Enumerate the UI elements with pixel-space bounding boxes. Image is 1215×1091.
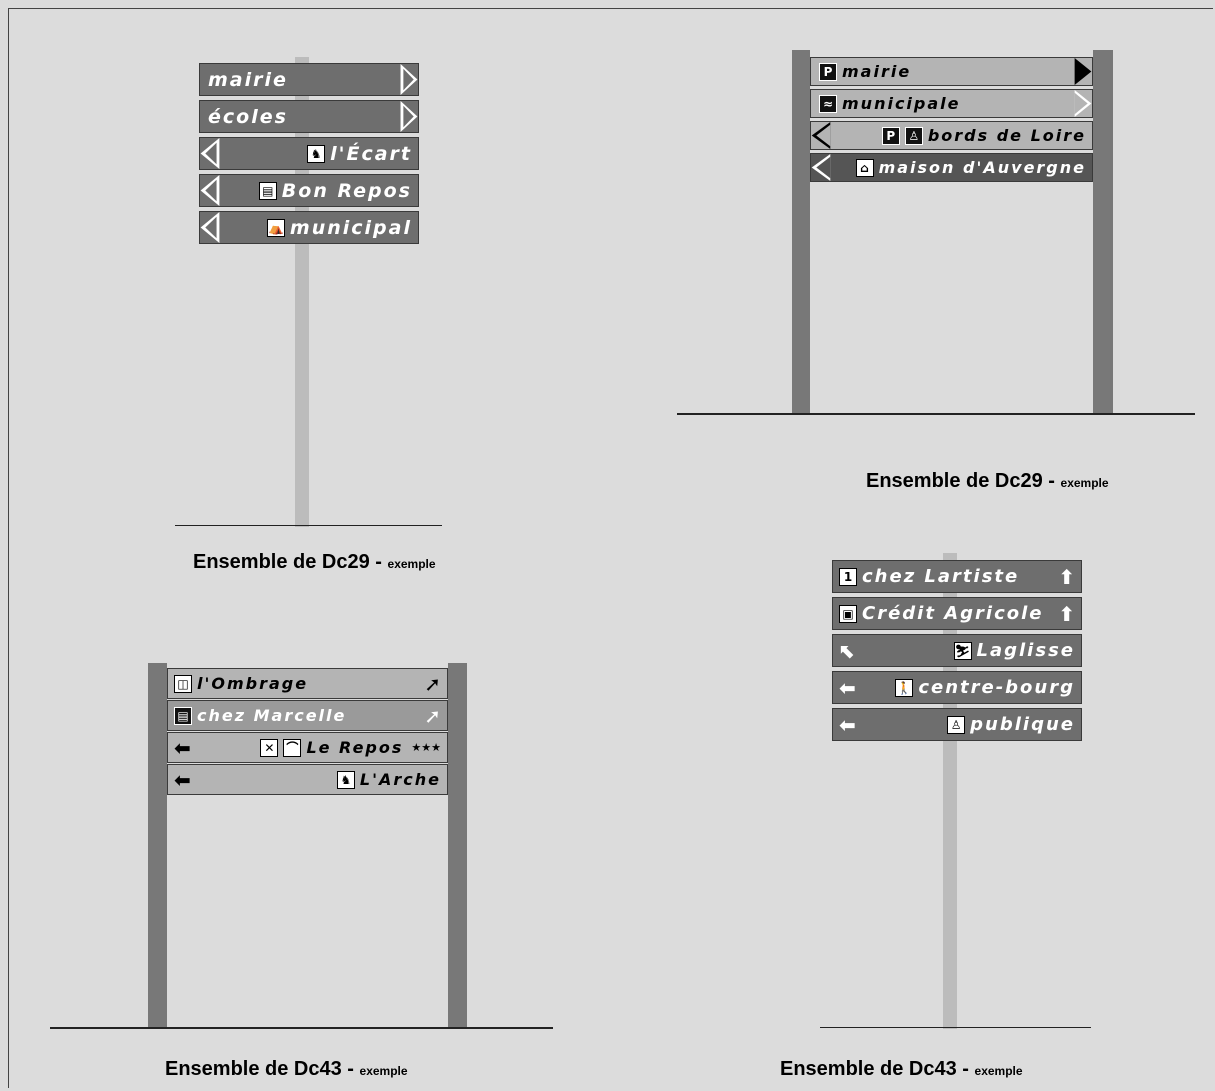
sign-credit-agricole: ▣ Crédit Agricole ⬆ <box>832 597 1082 630</box>
figure-frame <box>8 8 1213 1088</box>
sign-label: municipal <box>289 216 412 239</box>
sign-label: l'Écart <box>330 142 412 165</box>
sign-mairie: mairie <box>199 63 419 96</box>
sign-label: Le Repos <box>306 738 404 757</box>
hotel-icon: ⌒ <box>283 738 302 757</box>
caption-bottom-right: Ensemble de Dc43 - exemple <box>780 1058 1023 1081</box>
ground-line <box>175 525 442 526</box>
parking-icon: P <box>881 126 900 145</box>
sign-label: Crédit Agricole <box>862 603 1044 624</box>
chevron-right-icon <box>1074 58 1092 85</box>
sign-bords-de-loire: P ♙ bords de Loire <box>810 121 1093 150</box>
sign-label: maison d'Auvergne <box>878 158 1086 177</box>
hotel-icon: ▤ <box>174 706 192 725</box>
bank-icon: ▣ <box>839 604 857 623</box>
arrow-up-icon: ⬆ <box>1058 564 1075 589</box>
sign-label: Bon Repos <box>281 179 412 202</box>
building-icon: ⌂ <box>855 158 874 177</box>
horse-icon: ♞ <box>336 770 355 789</box>
sign-ombrage: ◫ l'Ombrage ➚ <box>167 668 448 699</box>
chevron-left-icon <box>200 212 220 243</box>
sign-municipale: ≈ municipale <box>810 89 1093 118</box>
restaurant-icon: ◫ <box>174 674 192 693</box>
pedestrian-icon: 🚶 <box>895 678 914 697</box>
chevron-right-icon <box>400 101 418 132</box>
chevron-right-icon <box>1074 90 1092 117</box>
arrow-up-icon: ⬆ <box>1058 601 1075 626</box>
caption-small: exemple <box>974 1064 1023 1078</box>
sign-label: municipale <box>842 94 961 113</box>
caption-small: exemple <box>359 1064 408 1078</box>
horse-icon: ♞ <box>307 144 326 163</box>
restaurant-icon: ✕ <box>260 738 279 757</box>
sign-laglisse: ⬉ ⛷ Laglisse <box>832 634 1082 667</box>
arrow-left-icon: ⬅ <box>174 767 191 792</box>
hotel-icon: ▤ <box>258 181 277 200</box>
caption-main: Ensemble de Dc29 - <box>193 551 388 573</box>
ski-icon: ⛷ <box>953 641 972 660</box>
chevron-right-icon <box>400 64 418 95</box>
sign-post-left <box>148 663 167 1029</box>
caption-bottom-left: Ensemble de Dc43 - exemple <box>165 1058 408 1081</box>
camping-icon: ⛺ <box>266 218 285 237</box>
arrow-up-right-icon: ➚ <box>424 703 441 728</box>
sign-label: l'Ombrage <box>197 674 309 693</box>
ground-line <box>677 413 1195 415</box>
sign-label: mairie <box>842 62 912 81</box>
sign-ecart: ♞ l'Écart <box>199 137 419 170</box>
arrow-left-icon: ⬅ <box>839 712 856 737</box>
caption-top-left: Ensemble de Dc29 - exemple <box>193 551 436 574</box>
sign-post-left <box>792 50 810 414</box>
sign-chez-lartiste: 1 chez Lartiste ⬆ <box>832 560 1082 593</box>
ground-line <box>50 1027 553 1029</box>
sign-bon-repos: ▤ Bon Repos <box>199 174 419 207</box>
sign-label: L'Arche <box>359 770 441 789</box>
star-icon: ★★★ <box>411 741 441 754</box>
caption-small: exemple <box>1060 476 1109 490</box>
caption-main: Ensemble de Dc29 - <box>866 470 1061 492</box>
arrow-up-left-icon: ⬉ <box>839 638 856 663</box>
toilets-icon: ♙ <box>947 715 966 734</box>
sign-label: mairie <box>208 68 288 91</box>
sign-post-right <box>448 663 467 1029</box>
chevron-left-icon <box>200 138 220 169</box>
caption-main: Ensemble de Dc43 - <box>165 1058 360 1080</box>
sign-municipal: ⛺ municipal <box>199 211 419 244</box>
sign-publique: ⬅ ♙ publique <box>832 708 1082 741</box>
pool-icon: ≈ <box>819 94 837 113</box>
sign-label: bords de Loire <box>927 126 1086 145</box>
arrow-left-icon: ⬅ <box>174 735 191 760</box>
chevron-left-icon <box>811 122 831 149</box>
arrow-left-icon: ⬅ <box>839 675 856 700</box>
sign-label: chez Marcelle <box>197 706 347 725</box>
sign-ecoles: écoles <box>199 100 419 133</box>
sign-chez-marcelle: ▤ chez Marcelle ➚ <box>167 700 448 731</box>
caption-main: Ensemble de Dc43 - <box>780 1058 975 1080</box>
sign-label: Laglisse <box>976 640 1075 661</box>
sign-label: publique <box>970 714 1075 735</box>
sign-label: écoles <box>208 105 288 128</box>
sign-l-arche: ⬅ ♞ L'Arche <box>167 764 448 795</box>
sign-post-right <box>1093 50 1113 414</box>
sign-maison-auvergne: ⌂ maison d'Auvergne <box>810 153 1093 182</box>
toilets-icon: ♙ <box>904 126 923 145</box>
arrow-up-right-icon: ➚ <box>424 671 441 696</box>
chevron-left-icon <box>200 175 220 206</box>
sign-label: chez Lartiste <box>862 566 1020 587</box>
caption-small: exemple <box>387 557 436 571</box>
sign-centre-bourg: ⬅ 🚶 centre-bourg <box>832 671 1082 704</box>
sign-label: centre-bourg <box>918 677 1075 698</box>
number-icon: 1 <box>839 567 857 586</box>
chevron-left-icon <box>811 154 831 181</box>
caption-top-right: Ensemble de Dc29 - exemple <box>866 470 1109 493</box>
parking-icon: P <box>819 62 837 81</box>
sign-mairie: P mairie <box>810 57 1093 86</box>
ground-line <box>820 1027 1091 1028</box>
sign-le-repos: ⬅ ✕ ⌒ Le Repos ★★★ <box>167 732 448 763</box>
